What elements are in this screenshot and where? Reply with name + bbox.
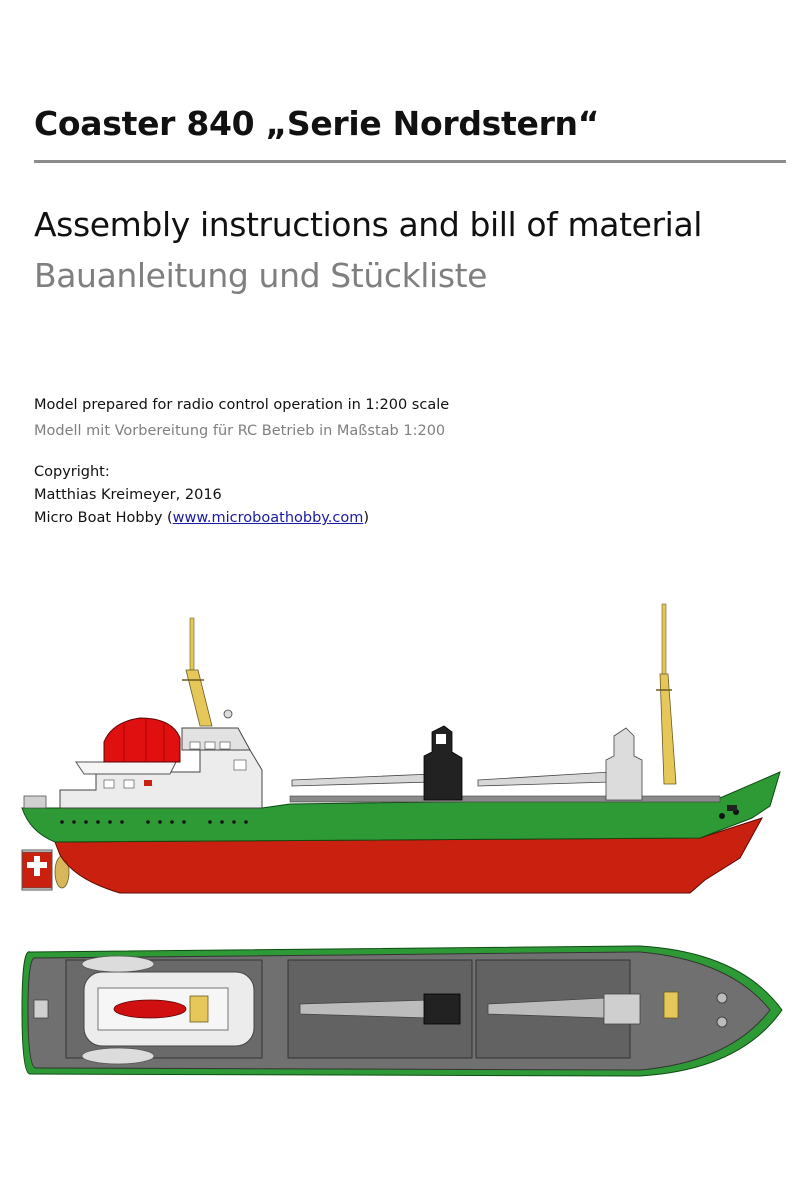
copyright-label: Copyright: <box>34 464 110 480</box>
document-title: Coaster 840 „Serie Nordstern“ <box>34 104 600 143</box>
company-prefix: Micro Boat Hobby ( <box>34 510 173 526</box>
website-link[interactable]: www.microboathobby.com <box>172 510 364 526</box>
model-info-german: Modell mit Vorbereitung für RC Betrieb i… <box>34 423 446 439</box>
copyright-company: Micro Boat Hobby (www.microboathobby.com… <box>34 510 369 526</box>
subtitle-german: Bauanleitung und Stückliste <box>34 256 488 295</box>
copyright-author: Matthias Kreimeyer, 2016 <box>34 487 222 503</box>
subtitle-english: Assembly instructions and bill of materi… <box>34 205 703 244</box>
company-suffix: ) <box>363 510 370 526</box>
ship-top-view-illustration <box>21 945 783 1077</box>
model-info-english: Model prepared for radio control operati… <box>34 397 450 413</box>
ship-side-view-illustration <box>21 603 781 894</box>
title-divider <box>34 160 786 163</box>
